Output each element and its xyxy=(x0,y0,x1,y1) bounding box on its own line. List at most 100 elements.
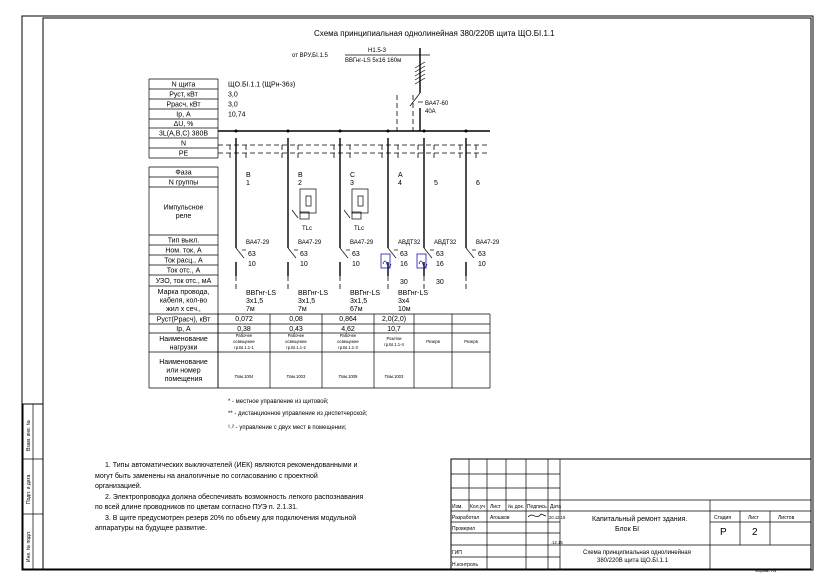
feeder-group-2: B2ВА47-296310ВВГнг-LS3х1,57мTLc0,080,43Р… xyxy=(281,129,328,379)
load-name: гр.БІ.1.1-2 xyxy=(286,345,306,350)
outer-frame xyxy=(21,15,814,571)
cable-spec: 3х1,5 xyxy=(350,298,367,305)
note-line: по всей длине проводников по цветам согл… xyxy=(95,504,298,511)
panel-row-label: N xyxy=(181,141,186,148)
cable-spec: ВВГнг-LS xyxy=(246,290,276,297)
panel-row-label: ΔU, % xyxy=(174,121,194,128)
breaker-type: ВА47-29 xyxy=(350,240,374,246)
power-value: 0,08 xyxy=(289,316,303,323)
group-row-label: Наименование xyxy=(159,336,208,343)
stamp-h-signature: Подпись xyxy=(527,504,547,510)
feeder-groups: B1ВА47-296310ВВГнг-LS3х1,57м0,0720,38Раб… xyxy=(229,129,500,379)
title-block: Изм. Кол.уч Лист № док. Подпись Дата Раз… xyxy=(450,458,812,573)
stamp-h-count: Кол.уч xyxy=(470,504,485,510)
group-row-label: УЗО, ток отс., мА xyxy=(156,278,212,285)
rcd-current: 30 xyxy=(436,279,444,286)
stamp-project-1: Капитальный ремонт здания. xyxy=(592,515,687,523)
panel-row-label: N щита xyxy=(172,82,196,89)
rcd-icon xyxy=(380,253,391,269)
note-line: могут быть заменены на аналогичные по со… xyxy=(95,472,318,480)
cable-spec: ВВГнг-LS xyxy=(398,290,428,297)
footnote-1: * - местное управление из щитовой; xyxy=(228,398,329,405)
breaker-type: АВДТ32 xyxy=(398,240,421,246)
panel-row-value: 3,0 xyxy=(228,102,238,109)
group-row-label: Импульсное xyxy=(164,204,204,211)
rcd-icon xyxy=(416,253,427,269)
load-name: Резерв xyxy=(426,339,440,344)
breaker-type: ВА47-29 xyxy=(298,240,322,246)
nominal-current: 63 xyxy=(248,251,256,258)
relay-label: TLc xyxy=(354,226,364,232)
cable-spec: 3х4 xyxy=(398,298,409,305)
current-value: 4,62 xyxy=(341,326,355,333)
load-name: Розетки xyxy=(386,336,402,341)
group-number: 2 xyxy=(298,180,302,187)
footnote-2: ** - дистанционное управление из диспетч… xyxy=(228,410,368,417)
panel-row-label: 3L(A,B,C) 380В xyxy=(159,131,208,138)
trip-current: 10 xyxy=(300,261,308,268)
feeder-group-3: C3ВА47-296310ВВГнг-LS3х1,567мTLc0,8644,6… xyxy=(333,129,380,379)
note-line: 1. Типы автоматических выключателей (ИЕК… xyxy=(105,462,358,469)
panel-row-label: Руст, кВт xyxy=(169,92,198,99)
inner-frame xyxy=(42,17,812,570)
note-line: 2. Электропроводка должна обеспечивать в… xyxy=(105,493,364,501)
phase-label: A xyxy=(398,172,403,179)
nominal-current: 63 xyxy=(352,251,360,258)
stamp-h-sheet: Лист xyxy=(490,504,502,510)
trip-current: 10 xyxy=(478,261,486,268)
nominal-current: 63 xyxy=(436,251,444,258)
trip-current: 10 xyxy=(248,261,256,268)
feeder-group-1: B1ВА47-296310ВВГнг-LS3х1,57м0,0720,38Раб… xyxy=(229,129,276,379)
supply-line-id: Н1.5-3 xyxy=(368,48,387,54)
group-row-label: жил х сеч., xyxy=(166,306,201,313)
supply-cable: ВВГнг-LS 5х16 160м xyxy=(345,58,401,64)
stamp-project-2: Блок БІ xyxy=(615,526,639,533)
panel-row-label: Ррасч, кВт xyxy=(166,102,201,109)
breaker-type: ВА47-29 xyxy=(476,240,500,246)
breaker-type: ВА47-29 xyxy=(246,240,270,246)
stamp-stage: Р xyxy=(720,527,727,538)
stamp-role-chief: ГИП xyxy=(452,550,462,556)
power-value: 2,0(2,0) xyxy=(382,316,406,323)
room-name: Пом.1009 xyxy=(339,374,358,379)
cable-spec: 3х1,5 xyxy=(246,298,263,305)
panel-row-label: PE xyxy=(179,151,189,158)
load-name: гр.БІ.1.1-4 xyxy=(384,342,404,347)
group-number: 5 xyxy=(434,180,438,187)
stamp-drawing-2: 380/220В щита ЩО.БІ.1.1 xyxy=(597,558,669,564)
cable-spec: 67м xyxy=(350,306,363,313)
load-name: гр.БІ.1.1-3 xyxy=(338,345,358,350)
load-name: освещение xyxy=(337,339,359,344)
group-row-label: Ток расц., А xyxy=(164,258,203,265)
nominal-current: 63 xyxy=(300,251,308,258)
stamp-format: Формат А4 xyxy=(755,568,777,573)
group-row-label: Марка провода, xyxy=(158,289,210,296)
rcd-current: 30 xyxy=(400,279,408,286)
note-line: организацией. xyxy=(95,483,142,490)
group-row-label: или номер xyxy=(166,368,200,375)
group-row-label: кабеля, кол-во xyxy=(160,297,207,305)
load-name: освещение xyxy=(233,339,255,344)
group-row-label: Фаза xyxy=(175,170,191,177)
footnote-3: ¹˒² - управление с двух мест в помещении… xyxy=(228,425,347,431)
cable-spec: ВВГнг-LS xyxy=(350,290,380,297)
stamp-role-checker: Проверил xyxy=(452,526,475,532)
trip-current: 16 xyxy=(436,261,444,268)
group-row-label: Iр, А xyxy=(176,326,191,333)
power-value: 0,072 xyxy=(235,316,253,323)
group-number: 3 xyxy=(350,180,354,187)
stamp-sheet: 2 xyxy=(752,527,758,538)
main-breaker-current: 40А xyxy=(425,109,436,115)
side-stamp-signature: Подп. и дата xyxy=(26,474,32,504)
group-row-label: нагрузки xyxy=(170,344,198,351)
room-name: Пом.1004 xyxy=(235,374,254,379)
cable-spec: ВВГнг-LS xyxy=(298,290,328,297)
nominal-current: 63 xyxy=(400,251,408,258)
cable-spec: 3х1,5 xyxy=(298,298,315,305)
nominal-current: 63 xyxy=(478,251,486,258)
